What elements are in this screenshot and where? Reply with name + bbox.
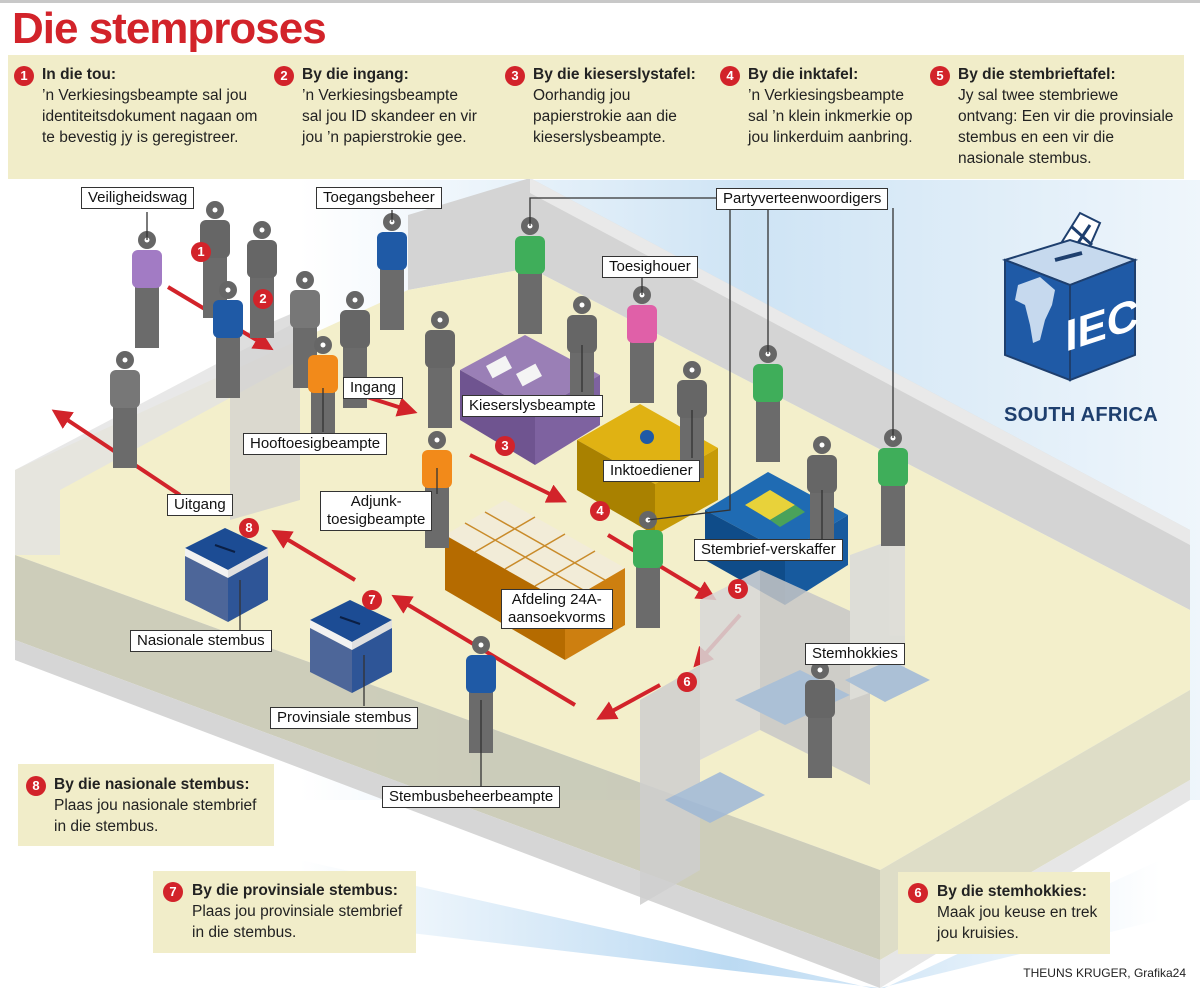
label-deputy-line2: toesigbeampte <box>327 511 426 528</box>
step-4: By die inktafel: ’n Verkiesingsbeampte s… <box>748 64 918 148</box>
step-1-badge: 1 <box>14 66 34 86</box>
person-queue-person <box>247 221 277 338</box>
step-3-text: Oorhandig jou papierstrokie aan die kies… <box>533 87 677 146</box>
path-arrow-6 <box>596 683 661 720</box>
step-3-badge: 3 <box>505 66 525 86</box>
step-1-text: ’n Verkiesingsbeampte sal jou identiteit… <box>42 87 258 146</box>
step-2-badge: 2 <box>274 66 294 86</box>
leader-lines <box>146 197 894 786</box>
step-2-heading: By die ingang: <box>302 66 409 83</box>
step-7-box <box>153 871 416 953</box>
label-entrance: Ingang <box>343 377 403 399</box>
label-party-representatives: Partyverteenwoordigers <box>716 188 889 210</box>
step-5-text: Jy sal twee stembriewe ontvang: Een vir … <box>958 87 1174 167</box>
step-5: By die stembrieftafel: Jy sal twee stemb… <box>958 64 1176 169</box>
step-3-heading: By die kieserslystafel: <box>533 66 696 83</box>
label-24a-line1: Afdeling 24A- <box>511 591 602 608</box>
label-ballot-box-officer: Stembusbeheerbeampte <box>382 786 561 808</box>
label-exit: Uitgang <box>167 494 233 516</box>
step-7-text: Plaas jou provinsiale stembrief in die s… <box>192 903 403 941</box>
step-6-box <box>898 872 1110 954</box>
path-arrow-8 <box>271 529 357 582</box>
step-3: By die kieserslystafel: Oorhandig jou pa… <box>533 64 713 148</box>
iec-logo: IEC <box>1001 211 1139 382</box>
route-badge-3: 3 <box>495 436 515 456</box>
route-badge-5: 5 <box>728 579 748 599</box>
step-8-badge: 8 <box>26 776 46 796</box>
step-7-badge: 7 <box>163 882 183 902</box>
step-8-text: Plaas jou nasionale stembrief in die ste… <box>54 797 257 835</box>
label-provincial-ballot-box: Provinsiale stembus <box>270 707 419 729</box>
step-6-text: Maak jou keuse en trek jou kruisies. <box>937 904 1098 942</box>
step-5-heading: By die stembrieftafel: <box>958 66 1116 83</box>
person-party-rep <box>633 511 663 628</box>
label-access-control: Toegangsbeheer <box>316 187 442 209</box>
step-2-text: ’n Verkiesingsbeampte sal jou ID skandee… <box>302 87 477 146</box>
step-4-text: ’n Verkiesingsbeampte sal ’n klein inkme… <box>748 87 913 146</box>
provincial-ballot-box <box>310 600 392 693</box>
step-6-badge: 6 <box>908 883 928 903</box>
person-party-rep <box>878 429 908 546</box>
path-arrow-3 <box>469 453 567 503</box>
route-badge-7: 7 <box>362 590 382 610</box>
person-party-rep <box>753 345 783 462</box>
label-security-guard: Veiligheidswag <box>81 187 195 209</box>
label-deputy-line1: Adjunk- <box>350 493 402 510</box>
label-section-24a: Afdeling 24A- aansoekvorms <box>501 589 613 629</box>
route-badge-1: 1 <box>191 242 211 262</box>
step-6: By die stemhokkies: Maak jou keuse en tr… <box>937 881 1107 944</box>
person-voter-in-booth <box>805 661 835 778</box>
person-deputy-presiding-officer <box>422 431 452 548</box>
credit: THEUNS KRUGER, Grafika24 <box>1023 966 1186 980</box>
person-security-guard <box>132 231 162 348</box>
route-badge-8: 8 <box>239 518 259 538</box>
label-deputy-presiding-officer: Adjunk- toesigbeampte <box>320 491 433 531</box>
label-voters-roll-officer: Kieserslysbeampte <box>462 395 603 417</box>
label-supervisor: Toesighouer <box>602 256 698 278</box>
label-voting-booths: Stemhokkies <box>805 643 905 665</box>
iec-country: SOUTH AFRICA <box>1004 404 1158 426</box>
page-title: Die stemproses <box>12 4 327 53</box>
step-7: By die provinsiale stembus: Plaas jou pr… <box>192 880 414 943</box>
back-wall <box>408 178 1190 610</box>
step-7-heading: By die provinsiale stembus: <box>192 882 398 899</box>
step-8-heading: By die nasionale stembus: <box>54 776 250 793</box>
label-national-ballot-box: Nasionale stembus <box>130 630 272 652</box>
person-voter <box>425 311 455 428</box>
person-scanner-officer <box>213 281 243 398</box>
step-8: By die nasionale stembus: Plaas jou nasi… <box>54 774 270 837</box>
step-4-badge: 4 <box>720 66 740 86</box>
step-2: By die ingang: ’n Verkiesingsbeampte sal… <box>302 64 482 148</box>
label-presiding-officer: Hooftoesigbeampte <box>243 433 388 455</box>
step-8-box <box>18 764 274 846</box>
route-badge-4: 4 <box>590 501 610 521</box>
step-6-heading: By die stemhokkies: <box>937 883 1087 900</box>
national-ballot-box <box>185 528 268 622</box>
person-access-control-officer <box>377 213 407 330</box>
step-1: In die tou: ’n Verkiesingsbeampte sal jo… <box>42 64 262 148</box>
africa-map-icon <box>1015 277 1055 343</box>
step-5-badge: 5 <box>930 66 950 86</box>
step-1-heading: In die tou: <box>42 66 117 83</box>
route-badge-6: 6 <box>677 672 697 692</box>
label-24a-line2: aansoekvorms <box>508 609 606 626</box>
route-badge-2: 2 <box>253 289 273 309</box>
path-arrow-7 <box>391 594 577 707</box>
step-4-heading: By die inktafel: <box>748 66 859 83</box>
bottom-wash <box>300 860 1160 988</box>
label-ballot-issuer: Stembrief-verskaffer <box>694 539 843 561</box>
label-inker: Inktoediener <box>603 460 700 482</box>
person-exiting-voter <box>110 351 140 468</box>
instruction-band <box>8 55 1184 179</box>
top-rule <box>0 0 1200 3</box>
